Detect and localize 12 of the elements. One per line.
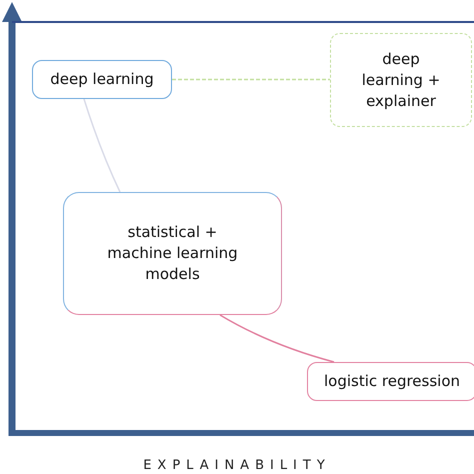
connector-line <box>172 78 330 80</box>
process-box <box>32 60 172 99</box>
process-box <box>307 362 474 401</box>
node-text: deep learning + explainer <box>360 48 442 112</box>
node-text: logistic regression <box>324 371 460 392</box>
node-text: deep learning <box>50 69 154 90</box>
axis-label: EXPLAINABILITY <box>143 458 331 473</box>
node-text: statistical + machine learning models <box>106 222 239 285</box>
dashed-box <box>330 33 472 127</box>
process-box <box>63 192 282 315</box>
connector-line <box>83 98 121 192</box>
connector-line <box>220 314 334 363</box>
